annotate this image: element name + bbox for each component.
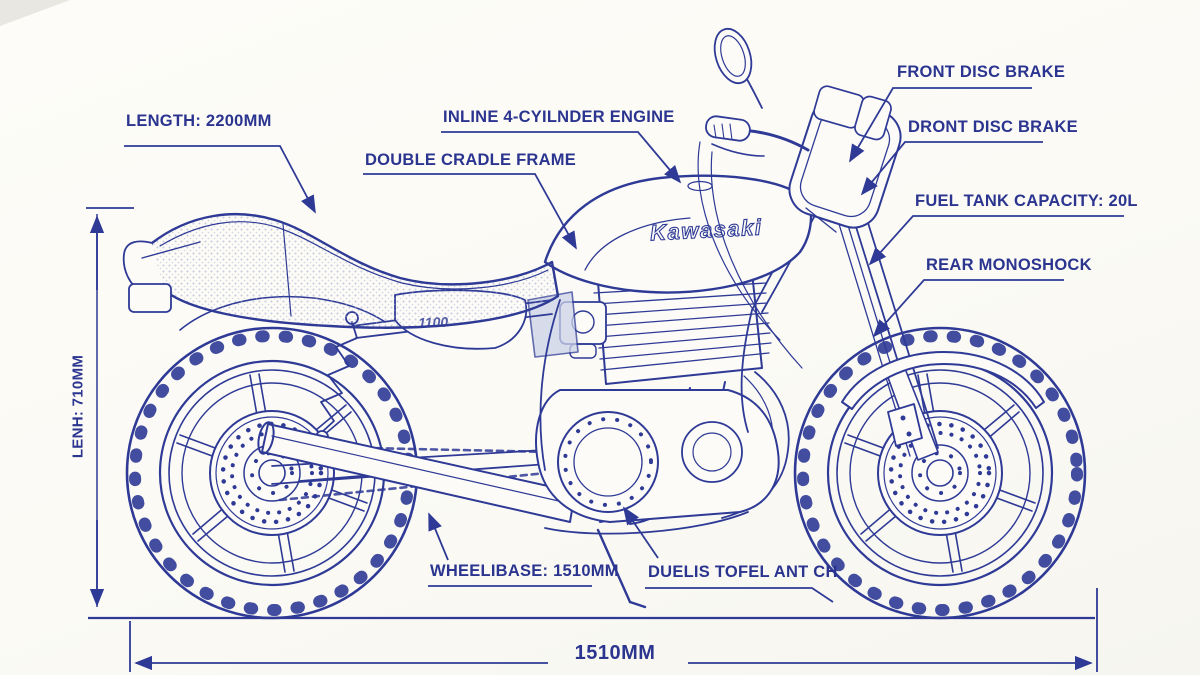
mirror bbox=[713, 27, 763, 109]
leader-front-disc2 bbox=[860, 141, 1043, 196]
leader-wheelbase bbox=[428, 512, 449, 561]
dimension-lines bbox=[86, 207, 1098, 672]
callout-front-disc2: DRONT DISC BRAKE bbox=[908, 118, 1078, 136]
control-cables bbox=[697, 141, 803, 369]
wheelbase-dimension-label: 1510MM bbox=[574, 642, 656, 664]
underline-exhaust bbox=[645, 587, 834, 603]
callout-monoshock: REAR MONOSHOCK bbox=[926, 256, 1092, 274]
front-fork bbox=[817, 151, 939, 461]
leader-monoshock bbox=[872, 279, 1064, 338]
callout-leader-lines bbox=[124, 87, 1124, 603]
height-dimension-label: LENH: 710MM bbox=[69, 354, 87, 459]
leader-engine bbox=[441, 131, 682, 184]
leader-length bbox=[124, 145, 316, 214]
side-panel-badge: 1100 bbox=[418, 314, 449, 331]
front-wheel bbox=[795, 328, 1085, 618]
leader-front-disc bbox=[849, 87, 1032, 163]
leader-exhaust bbox=[622, 506, 659, 559]
handlebar bbox=[705, 115, 810, 157]
engine bbox=[527, 251, 780, 523]
callout-wheelbase: WHEELIBASE: 1510MM bbox=[430, 562, 619, 580]
callout-double-cradle: DOUBLE CRADLE FRAME bbox=[365, 151, 576, 169]
callout-engine: INLINE 4-CYILNDER ENGINE bbox=[443, 108, 675, 126]
leader-fuel-tank bbox=[868, 215, 1124, 266]
kickstand bbox=[596, 528, 647, 609]
tail-section bbox=[122, 240, 201, 313]
front-fender bbox=[841, 351, 1045, 410]
seat bbox=[148, 212, 560, 329]
callout-fuel-tank: FUEL TANK CAPACITY: 20L bbox=[915, 192, 1138, 210]
callout-front-disc: FRONT DISC BRAKE bbox=[897, 63, 1066, 81]
leader-double-cradle bbox=[363, 173, 577, 250]
page-corner-fold bbox=[0, 0, 70, 26]
callout-exhaust: DUELIS TOFEL ANT CH bbox=[648, 563, 838, 581]
callout-length: LENGTH: 2200MM bbox=[126, 112, 272, 130]
